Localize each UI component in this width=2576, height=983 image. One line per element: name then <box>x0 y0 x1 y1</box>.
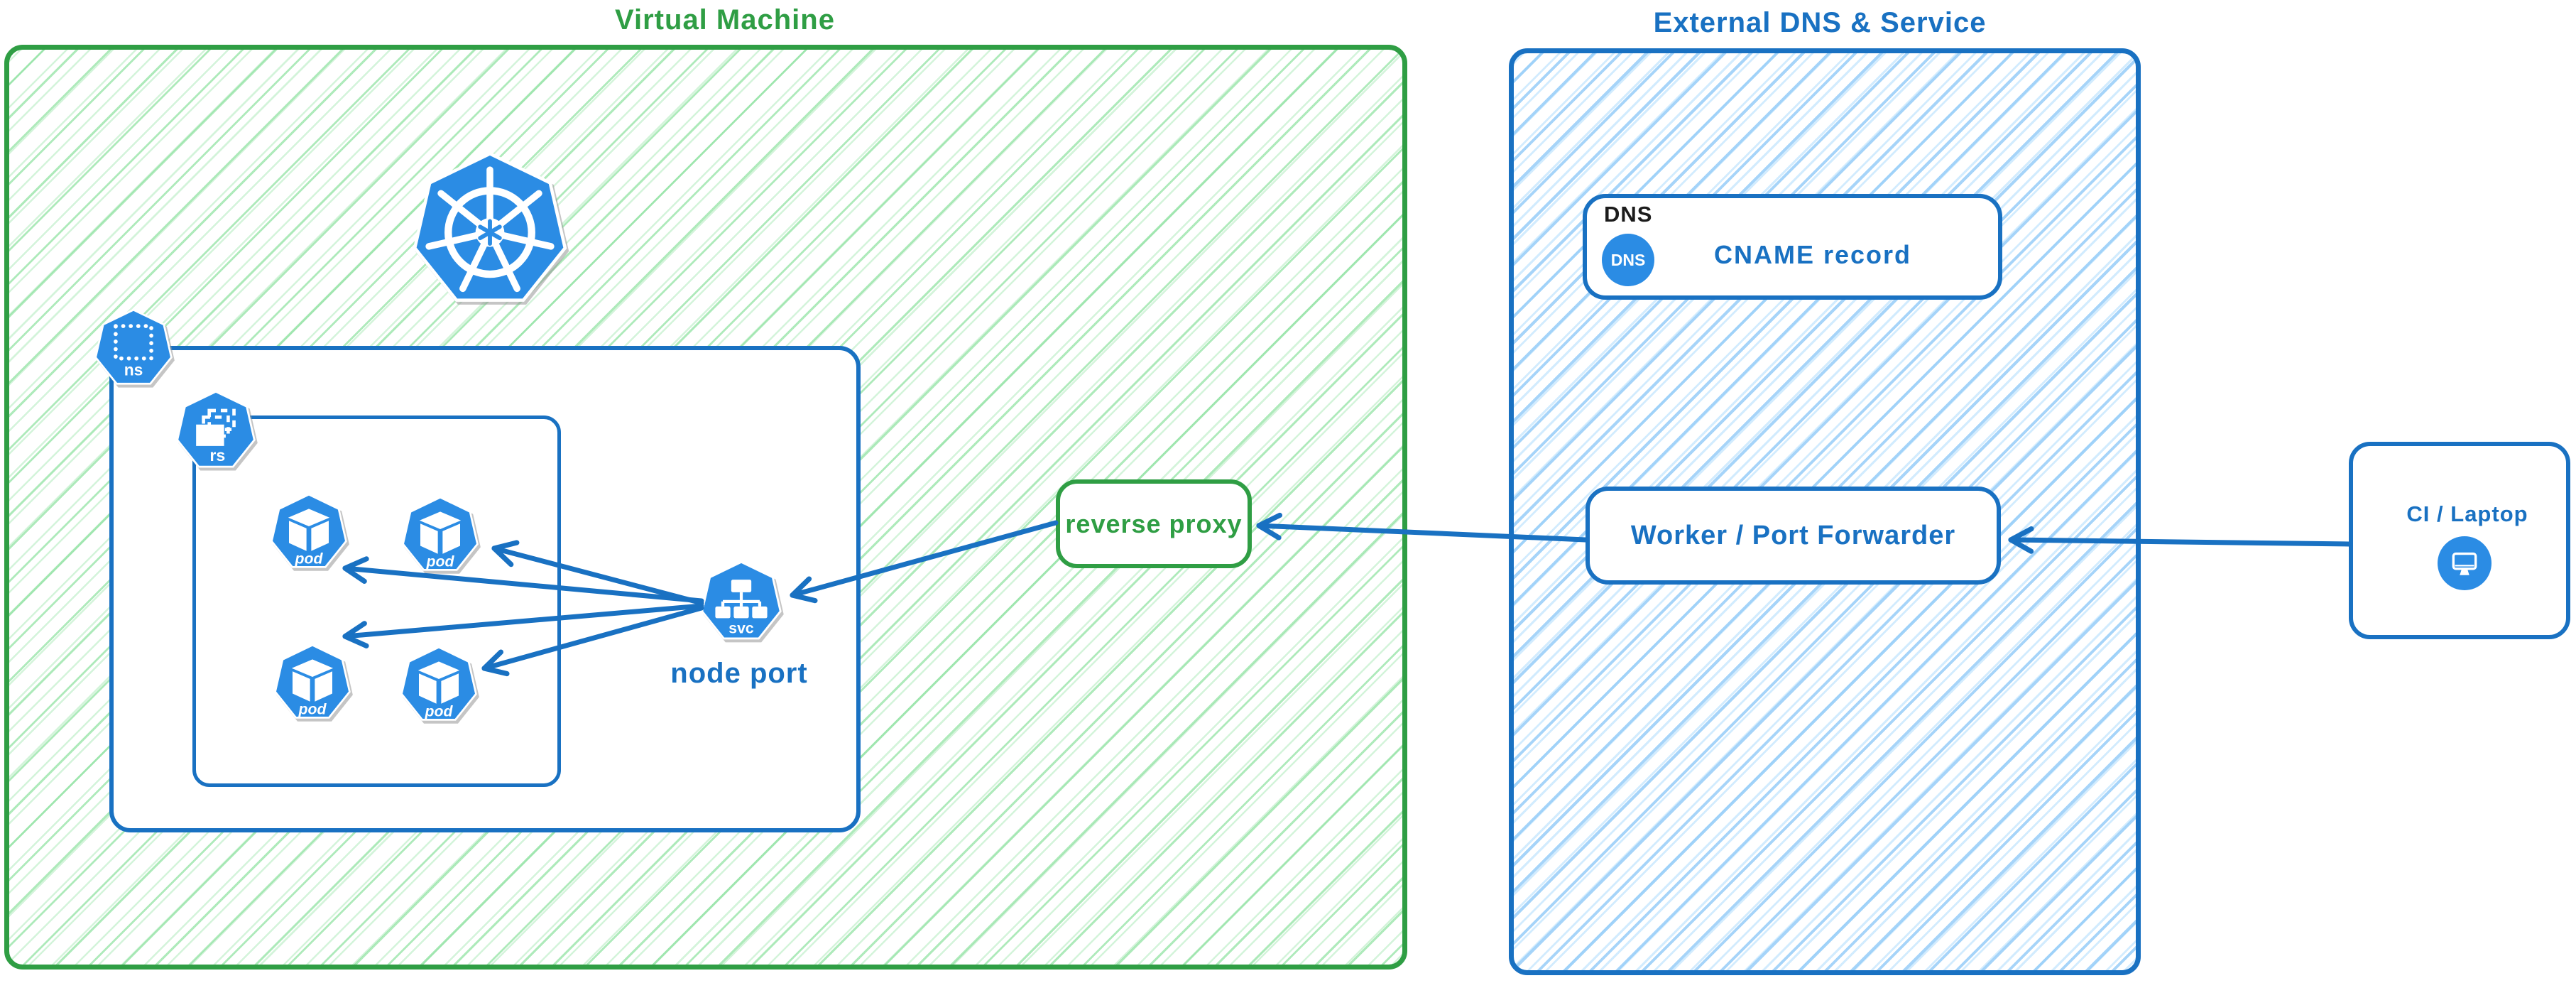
ci-label: CI / Laptop <box>2406 501 2528 526</box>
arrow-proxy-to-service <box>790 520 1059 604</box>
pod-icon-label: pod <box>298 701 327 718</box>
namespace-icon: ns <box>94 308 173 385</box>
replicaset-icon-label: rs <box>209 446 225 465</box>
arrow-ci-to-worker <box>2008 526 2352 554</box>
pod-icon-label: pod <box>295 550 324 567</box>
pod-icon-3: pod <box>274 643 351 719</box>
external-region-title: External DNS & Service <box>1653 7 1987 38</box>
service-icon: svc <box>701 560 782 640</box>
vm-region-title: Virtual Machine <box>615 4 835 36</box>
arrow-service-to-pod-2 <box>491 540 704 606</box>
monitor-glyph <box>2452 552 2477 575</box>
arrow-service-to-pod-3 <box>342 603 704 648</box>
replicaset-icon: rs <box>176 390 256 468</box>
kubernetes-logo-icon <box>413 152 567 302</box>
laptop-icon <box>2438 536 2492 590</box>
dns-badge-icon: DNS <box>1602 234 1654 286</box>
pod-icon-label: pod <box>426 553 455 570</box>
reverse-proxy-box: reverse proxy <box>1056 479 1252 568</box>
arrow-service-to-pod-4 <box>481 605 704 677</box>
worker-label: Worker / Port Forwarder <box>1630 520 1956 550</box>
pod-icon-label: pod <box>425 703 454 720</box>
pod-icon-2: pod <box>402 496 479 571</box>
replicaset-box <box>192 416 561 787</box>
worker-card: Worker / Port Forwarder <box>1586 487 2001 585</box>
pod-icon-4: pod <box>400 646 477 721</box>
reverse-proxy-label: reverse proxy <box>1065 509 1243 538</box>
dns-card <box>1583 194 2002 300</box>
arrow-service-to-pod-1 <box>342 556 704 604</box>
node-port-label: node port <box>670 658 808 689</box>
pod-icon-1: pod <box>271 493 347 568</box>
dns-badge-label: DNS <box>1610 250 1646 269</box>
dns-tag: DNS <box>1604 202 1653 227</box>
cname-record-label: CNAME record <box>1713 240 1912 269</box>
namespace-icon-label: ns <box>124 361 143 379</box>
arrow-worker-to-proxy <box>1256 512 1588 543</box>
service-icon-label: svc <box>728 620 754 637</box>
